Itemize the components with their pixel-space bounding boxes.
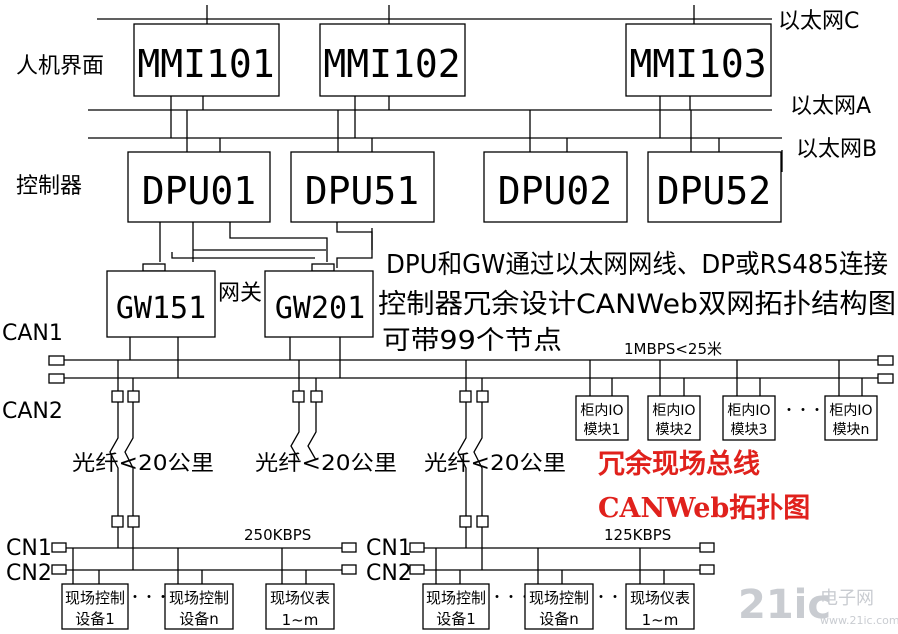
left-speed-label: 250KBPS (244, 526, 311, 544)
svg-text:设备n: 设备n (179, 610, 219, 628)
dpu-02: DPU02 (483, 110, 628, 223)
dpu-52-label: DPU52 (657, 169, 771, 213)
controller-label: 控制器 (16, 174, 82, 199)
left-cn2-label: CN2 (6, 561, 52, 586)
gw-151-label: GW151 (116, 291, 206, 326)
node-capacity-note: 可带99个节点 (382, 326, 562, 356)
right-cn1-label: CN1 (366, 536, 412, 561)
svg-text:柜内IO: 柜内IO (829, 403, 872, 419)
svg-text:模块n: 模块n (833, 422, 870, 438)
svg-text:现场控制: 现场控制 (529, 589, 589, 607)
svg-text:设备1: 设备1 (436, 610, 476, 628)
dpu-gw-links (142, 222, 373, 272)
svg-text:现场仪表: 现场仪表 (630, 589, 690, 607)
ethernet-b-label: 以太网B (796, 137, 877, 162)
gw-201-label: GW201 (275, 291, 365, 326)
can2-label: CAN2 (2, 399, 63, 424)
left-cn1-label: CN1 (6, 536, 52, 561)
watermark-logo: 21ic 电子网 www.21ic.com (738, 582, 898, 628)
right-device-1: 现场控制 设备1 (422, 548, 490, 630)
svg-text:模块2: 模块2 (656, 422, 693, 438)
cabinet-module-n: 柜内IO 模块n (824, 360, 878, 441)
fiber-label-3: 光纤<20公里 (424, 451, 566, 475)
svg-text:现场仪表: 现场仪表 (270, 589, 330, 607)
can1-right-terminator (877, 355, 894, 366)
dpu-51: DPU51 (290, 110, 435, 223)
svg-text:电子网: 电子网 (820, 588, 874, 609)
svg-text:设备n: 设备n (539, 610, 579, 628)
left-device-1: 现场控制 设备1 (61, 548, 129, 630)
cabinet-module-ellipsis: ・・・ (782, 403, 824, 419)
cabinet-module-3: 柜内IO 模块3 (722, 360, 776, 441)
svg-text:设备1: 设备1 (75, 610, 115, 628)
dpu-51-label: DPU51 (305, 169, 419, 213)
svg-text:现场控制: 现场控制 (169, 589, 229, 607)
can2-right-terminator (877, 373, 894, 384)
svg-text:现场控制: 现场控制 (426, 589, 486, 607)
left-device-ellipsis: ・・・ (128, 590, 170, 606)
left-device-n: 现场控制 设备n (164, 548, 234, 630)
right-device-ellipsis: ・・・ (490, 590, 532, 606)
cabinet-module-2: 柜内IO 模块2 (647, 360, 701, 441)
dpu-01: DPU01 (127, 110, 271, 223)
diagram-title: 控制器冗余设计CANWeb双网拓扑结构图 (378, 289, 896, 320)
red-title-line1: 冗余现场总线 (598, 448, 760, 480)
right-device-n: 现场控制 设备n (524, 548, 594, 630)
mmi-101: MMI101 (133, 5, 280, 138)
gw-201: GW201 (264, 270, 374, 378)
mmi-102: MMI102 (319, 5, 466, 138)
svg-text:1~m: 1~m (282, 611, 319, 629)
left-instrument: 现场仪表 1~m (265, 548, 335, 630)
gw-151: GW151 (106, 270, 216, 378)
red-title-line2: CANWeb拓扑图 (598, 493, 810, 524)
mmi-102-label: MMI102 (323, 42, 460, 86)
svg-text:柜内IO: 柜内IO (727, 403, 770, 419)
mmi-103: MMI103 (625, 5, 772, 138)
dpu-52: DPU52 (647, 110, 782, 223)
mmi-103-label: MMI103 (629, 42, 766, 86)
can1-label: CAN1 (2, 321, 63, 346)
can2-left-terminator (48, 373, 65, 384)
svg-text:21ic: 21ic (738, 582, 831, 628)
fiber-link-1 (109, 360, 140, 570)
svg-text:现场控制: 现场控制 (65, 589, 125, 607)
cabinet-module-1: 柜内IO 模块1 (575, 360, 629, 441)
svg-text:1~m: 1~m (642, 611, 679, 629)
right-speed-label: 125KBPS (604, 526, 671, 544)
svg-text:模块3: 模块3 (731, 422, 768, 438)
right-cn2-label: CN2 (366, 561, 412, 586)
connection-note: DPU和GW通过以太网网线、DP或RS485连接 (386, 250, 888, 280)
can1-left-terminator (48, 355, 65, 366)
can-speed-label: 1MBPS<25米 (624, 340, 722, 358)
hmi-label: 人机界面 (16, 54, 104, 79)
svg-text:柜内IO: 柜内IO (580, 403, 623, 419)
gateway-label: 网关 (218, 281, 262, 306)
right-instrument: 现场仪表 1~m (625, 548, 695, 630)
svg-text:柜内IO: 柜内IO (652, 403, 695, 419)
fiber-link-3 (457, 360, 489, 570)
dpu-02-label: DPU02 (498, 169, 612, 213)
svg-text:模块1: 模块1 (584, 422, 621, 438)
fiber-label-1: 光纤<20公里 (72, 451, 214, 475)
fiber-link-2 (290, 360, 323, 461)
mmi-101-label: MMI101 (137, 42, 274, 86)
dpu-01-label: DPU01 (142, 169, 256, 213)
svg-text:www.21ic.com: www.21ic.com (820, 614, 898, 627)
ethernet-c-label: 以太网C (778, 9, 859, 34)
ethernet-a-label: 以太网A (790, 94, 871, 119)
fiber-label-2: 光纤<20公里 (255, 451, 397, 475)
